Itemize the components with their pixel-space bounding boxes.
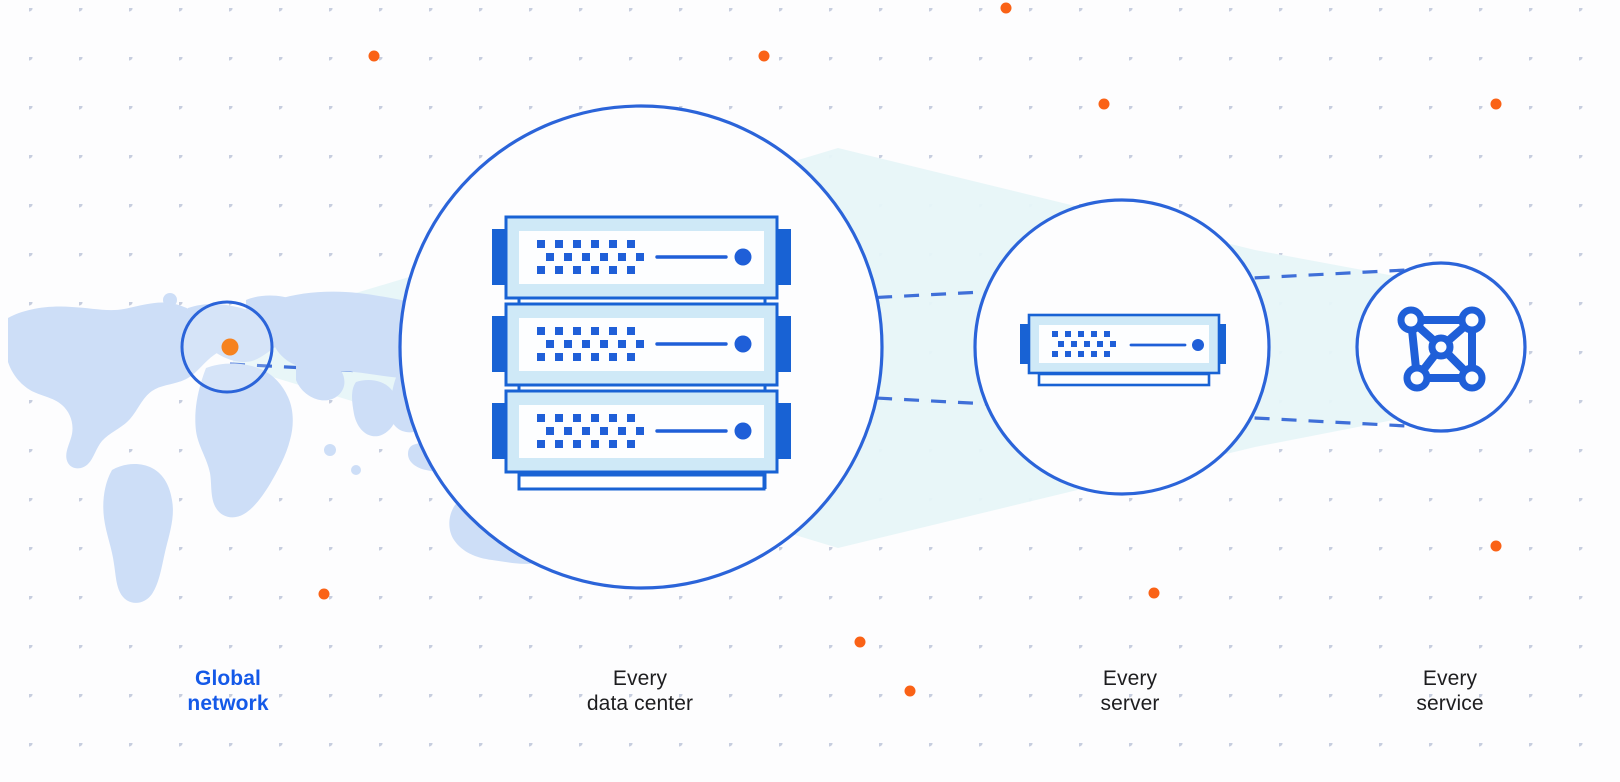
server-rack-icon — [492, 215, 791, 491]
global-focus-circle — [180, 300, 274, 394]
stage-label-line1: Every — [1422, 667, 1478, 690]
stage-label-line2: data center — [586, 692, 694, 715]
rack-base-plate — [517, 473, 766, 491]
stage-label-line1: Every — [612, 667, 668, 690]
network-mesh-icon — [1397, 306, 1486, 392]
rack-unit-1 — [492, 215, 791, 300]
server-base-plate — [1037, 372, 1211, 387]
rack-unit-2 — [492, 302, 791, 387]
accent-dots — [318, 2, 1502, 697]
server-unit-icon — [1020, 313, 1226, 387]
stage-label-line2: network — [187, 692, 269, 715]
stage-label-line1: Every — [1102, 667, 1158, 690]
stage-label-line2: service — [1416, 692, 1484, 715]
stage-label-line1: Global — [195, 667, 261, 690]
global-marker-dot — [221, 338, 239, 356]
rack-unit-3 — [492, 389, 791, 474]
stage-label-line2: server — [1100, 692, 1160, 715]
